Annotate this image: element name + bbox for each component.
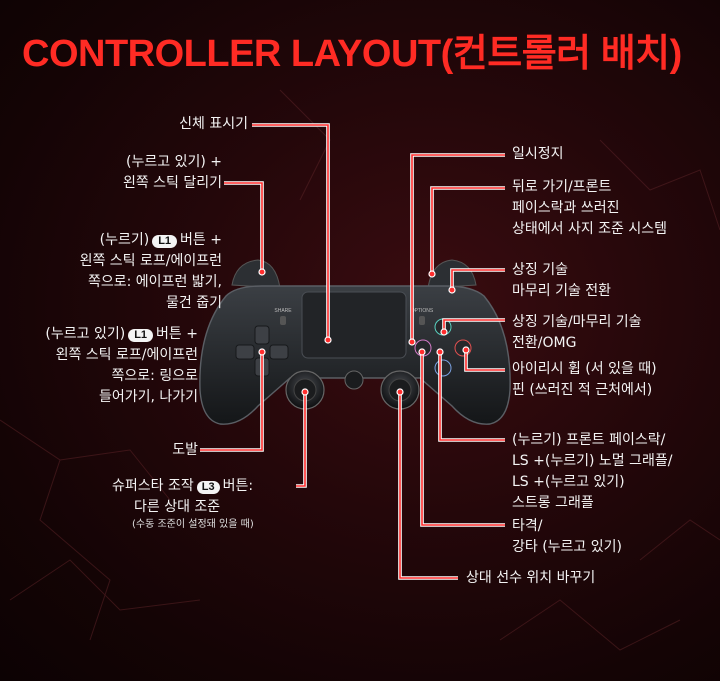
l3-badge: L3: [196, 481, 220, 494]
label-irish-whip: 아이리시 휩 (서 있을 때) 핀 (쓰러진 적 근처에서): [512, 361, 657, 398]
label-signature-omg: 상징 기술/마무리 기술 전환/OMG: [512, 314, 642, 351]
options-label: OPTIONS: [411, 308, 434, 314]
controller: SHARE OPTIONS: [199, 259, 511, 425]
cross-button: [434, 359, 452, 377]
label-signature-finisher: 상징 기술 마무리 기술 전환: [512, 262, 612, 299]
label-body-display: 신체 표시기: [179, 116, 248, 132]
label-taunt: 도발: [172, 442, 198, 458]
label-switch-target: 상대 선수 위치 바꾸기: [466, 570, 596, 586]
l2-trigger: [231, 259, 281, 289]
l1-badge: L1: [152, 235, 178, 248]
touchpad: [301, 291, 407, 359]
label-back: 뒤로 가기/프론트 페이스락과 쓰러진 상태에서 사지 조준 시스템: [512, 179, 668, 237]
callout-lines: [200, 123, 505, 580]
ps-button: [344, 370, 364, 390]
page-title: CONTROLLER LAYOUT(컨트롤러 배치): [22, 33, 682, 75]
label-strike: 타격/ 강타 (누르고 있기): [512, 518, 622, 555]
options-button: [419, 316, 425, 325]
share-label: SHARE: [274, 308, 292, 314]
l1-badge: L1: [128, 329, 154, 342]
label-pause: 일시정지: [512, 146, 564, 162]
label-grapple: (누르기) 프론트 페이스락/ LS +(누르기) 노멀 그래플/ LS +(누…: [512, 432, 673, 511]
label-hold-run: (누르고 있기) + 왼쪽 스틱 달리기: [122, 154, 222, 191]
share-button: [280, 316, 286, 325]
